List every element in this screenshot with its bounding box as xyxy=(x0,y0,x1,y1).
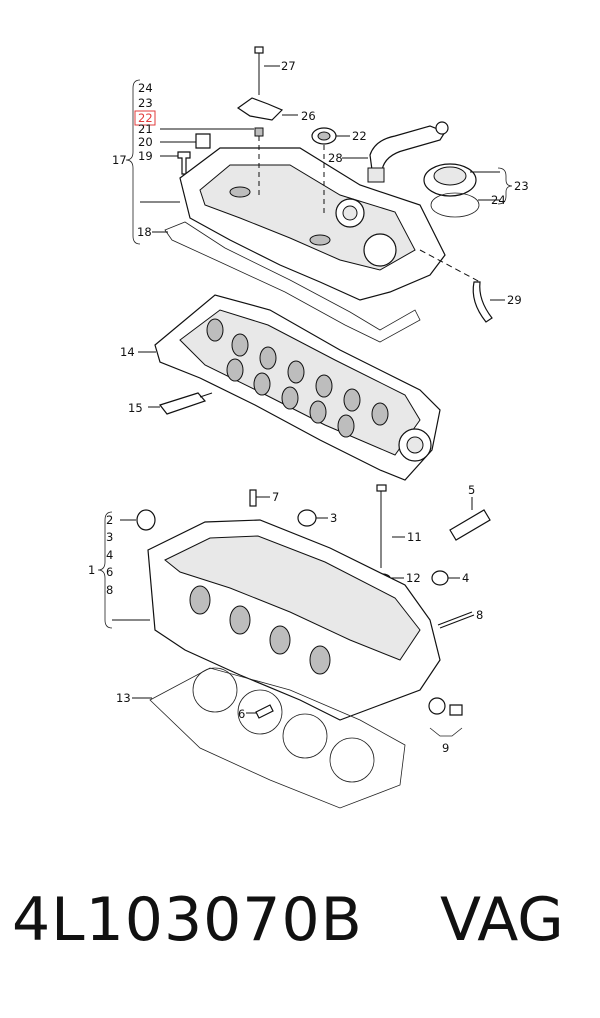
label-24: 24 xyxy=(138,81,153,95)
label-23: 23 xyxy=(138,96,153,110)
label-11: 11 xyxy=(407,530,422,544)
label-29: 29 xyxy=(507,293,522,307)
label-8-right: 8 xyxy=(476,608,483,622)
camshaft-lobes xyxy=(206,318,389,438)
label-18: 18 xyxy=(137,225,152,239)
label-3: 3 xyxy=(106,530,113,544)
exploded-parts-diagram: 27 26 24 23 22 21 20 19 17 18 22 28 23 2… xyxy=(88,46,529,809)
label-1: 1 xyxy=(88,563,95,577)
label-12: 12 xyxy=(406,571,421,585)
head-ports xyxy=(189,585,331,675)
label-28: 28 xyxy=(328,151,343,165)
cylinder-head-group xyxy=(97,484,491,809)
label-21: 21 xyxy=(138,122,153,136)
label-4: 4 xyxy=(106,548,113,562)
label-20: 20 xyxy=(138,135,153,149)
label-6-lower: 6 xyxy=(238,707,245,721)
label-26: 26 xyxy=(301,109,316,123)
label-4-right: 4 xyxy=(462,571,469,585)
label-2: 2 xyxy=(106,513,113,527)
label-24-right: 24 xyxy=(491,193,506,207)
label-5: 5 xyxy=(468,483,475,497)
label-13: 13 xyxy=(116,691,131,705)
label-17: 17 xyxy=(112,153,127,167)
label-27: 27 xyxy=(281,59,296,73)
label-8: 8 xyxy=(106,583,113,597)
label-23-right: 23 xyxy=(514,179,529,193)
highlight-box xyxy=(134,110,156,126)
label-19: 19 xyxy=(138,149,153,163)
label-3-right: 3 xyxy=(330,511,337,525)
callout-labels: 27 26 24 23 22 21 20 19 17 18 22 28 23 2… xyxy=(88,59,529,755)
label-15: 15 xyxy=(128,401,143,415)
label-9: 9 xyxy=(442,741,449,755)
label-22-highlighted: 22 xyxy=(138,111,153,125)
label-14: 14 xyxy=(120,345,135,359)
camshaft-housing-group xyxy=(138,294,441,481)
label-22-right: 22 xyxy=(352,129,367,143)
part-number: 4L103070B xyxy=(12,885,363,955)
label-6: 6 xyxy=(106,565,113,579)
valve-cover-group xyxy=(125,46,513,343)
label-7: 7 xyxy=(272,490,279,504)
brand-name: VAG xyxy=(440,885,564,955)
